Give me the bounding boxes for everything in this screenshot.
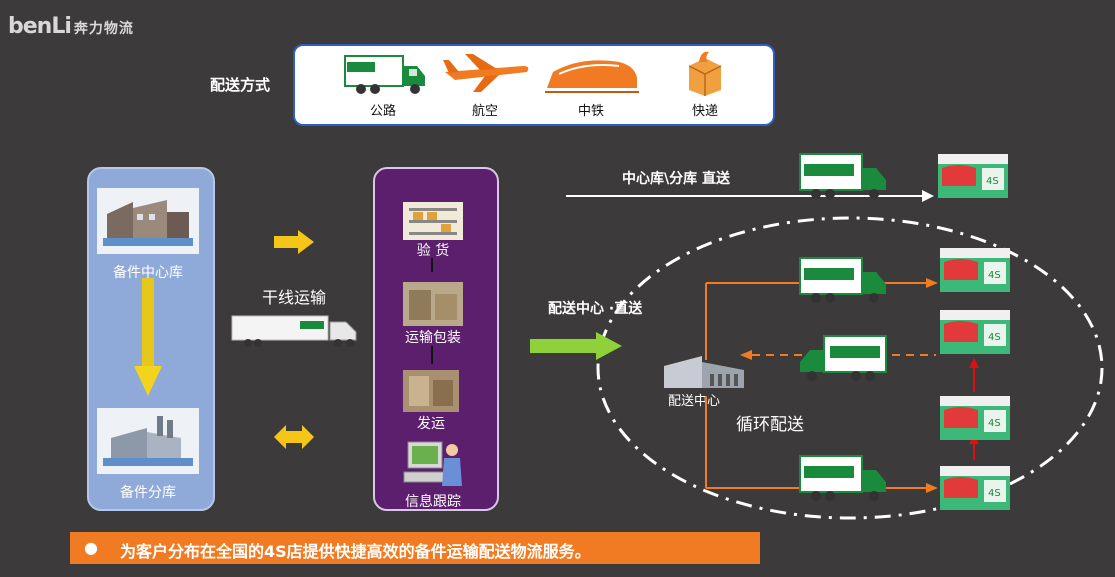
shipment-icon xyxy=(403,370,459,412)
delivery-modes-panel: 公路 航空 中铁 快递 xyxy=(293,44,775,126)
right-arrow-icon xyxy=(274,230,314,254)
step-packaging-label: 运输包装 xyxy=(405,330,461,346)
double-arrow-icon xyxy=(274,425,314,449)
branch-warehouse-label: 备件分库 xyxy=(120,485,176,501)
mode-air-label: 航空 xyxy=(471,104,498,119)
4s-shop-icon: 4S xyxy=(940,396,1010,440)
hub-direct-label: 配送中心 ·直送 xyxy=(548,301,643,317)
svg-text:4S: 4S xyxy=(988,488,1001,499)
step-connector xyxy=(431,258,433,272)
step-connector xyxy=(431,346,433,364)
parcel-icon xyxy=(688,51,722,96)
delivery-truck-icon xyxy=(799,153,886,199)
bullet-icon: ● xyxy=(84,538,98,557)
svg-text:4S: 4S xyxy=(986,176,999,187)
mode-rail-label: 中铁 xyxy=(577,104,604,119)
step-inspect-label: 验 货 xyxy=(416,243,450,259)
summary-text: 为客户分布在全国的4S店提供快捷高效的备件运输配送物流服务。 xyxy=(120,542,591,561)
down-arrow-icon xyxy=(134,278,162,396)
tracking-computer-icon xyxy=(403,441,462,486)
4s-shop-icon: 4S xyxy=(938,154,1008,198)
loop-delivery-label: 循环配送 xyxy=(736,415,804,435)
inspection-icon xyxy=(403,202,463,240)
direct-route-arrow xyxy=(566,190,934,202)
svg-text:4S: 4S xyxy=(988,332,1001,343)
distribution-center-icon xyxy=(664,356,744,388)
central-warehouse-label: 备件中心库 xyxy=(113,265,183,281)
4s-shop-icon: 4S xyxy=(940,466,1010,510)
mode-express-label: 快递 xyxy=(691,104,718,119)
green-arrow-icon xyxy=(530,332,622,360)
mode-road-label: 公路 xyxy=(369,104,396,119)
4s-shop-icon: 4S xyxy=(940,248,1010,292)
brand-logo-en: benLi xyxy=(8,14,72,39)
trailer-truck-icon xyxy=(231,315,357,347)
branch-warehouse-icon xyxy=(97,408,199,474)
packaging-icon xyxy=(403,282,463,326)
brand-logo-cn: 奔力物流 xyxy=(73,21,134,37)
step-tracking-label: 信息跟踪 xyxy=(405,494,461,510)
loop-area-outline xyxy=(596,216,1104,520)
svg-text:4S: 4S xyxy=(988,418,1001,429)
train-icon xyxy=(545,60,639,93)
airplane-icon xyxy=(443,54,529,92)
4s-shop-icon: 4S xyxy=(940,310,1010,354)
trunk-transport-label: 干线运输 xyxy=(262,288,327,307)
truck-icon xyxy=(344,55,425,94)
delivery-truck-icon xyxy=(799,455,886,501)
step-ship-label: 发运 xyxy=(417,416,445,432)
summary-banner: ● 为客户分布在全国的4S店提供快捷高效的备件运输配送物流服务。 xyxy=(70,532,760,564)
delivery-truck-icon xyxy=(800,335,887,381)
distribution-center-label: 配送中心 xyxy=(668,394,721,409)
direct-route-label: 中心库\分库 直送 xyxy=(622,171,730,187)
delivery-truck-icon xyxy=(799,257,886,303)
modes-title: 配送方式 xyxy=(210,76,271,94)
central-warehouse-icon xyxy=(97,188,199,254)
svg-text:4S: 4S xyxy=(988,270,1001,281)
